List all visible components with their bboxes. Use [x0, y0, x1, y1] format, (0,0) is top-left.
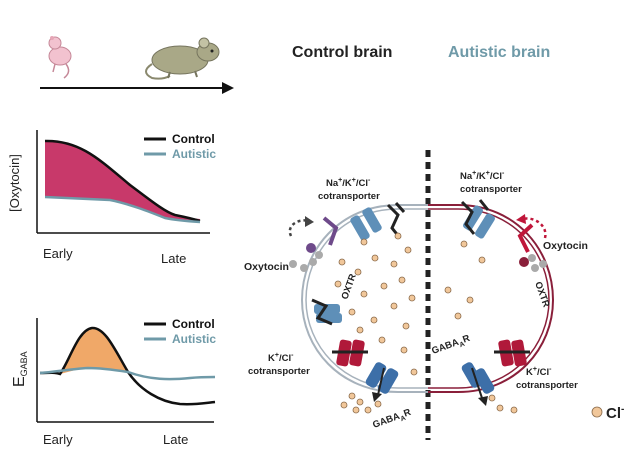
legend-control-label: Control	[172, 132, 215, 146]
oxytocin-autistic-line	[44, 195, 201, 224]
autistic-cell-membrane-inner	[428, 208, 550, 389]
gabaar-right	[461, 362, 495, 406]
oxytocin-plot: [Oxytocin] Control Autistic Early Late	[7, 130, 216, 266]
oxytocin-xtick-early: Early	[43, 246, 73, 261]
nkcc-right-label-line2: cotransporter	[460, 184, 522, 195]
oxytocin-xtick-late: Late	[161, 251, 186, 266]
gabaar-left	[365, 362, 399, 402]
egaba-y-label: EGABA	[11, 351, 29, 387]
kcc-left-label: K+/Cl-	[268, 352, 294, 364]
nkcc-left	[350, 202, 406, 241]
chloride-ion-legend-swatch	[591, 406, 603, 418]
timeline	[40, 82, 234, 94]
legend-control-label: Control	[172, 317, 215, 331]
egaba-area	[60, 327, 128, 374]
legend-autistic-label: Autistic	[172, 147, 216, 161]
oxytocin-right-label: Oxytocin	[543, 240, 588, 252]
oxtr-right	[516, 214, 547, 253]
nkcc-left-label: Na+/K+/Cl-	[326, 177, 371, 189]
kcc-right	[494, 339, 530, 367]
egaba-xtick-late: Late	[163, 432, 188, 447]
control-cell-membrane	[300, 204, 428, 393]
autistic-cell-membrane	[428, 204, 555, 393]
control-cell-membrane-inner	[305, 208, 428, 389]
oxytocin-area	[45, 140, 200, 222]
kcc-right-label-line2: cotransporter	[516, 380, 578, 391]
oxtr-left-label: OXTR	[339, 272, 358, 301]
oxtr-left	[288, 216, 339, 246]
nkcc-right-label: Na+/K+/Cl-	[460, 170, 505, 182]
nkcc-right	[460, 199, 495, 239]
gabaar-left-label: GABAAR	[371, 407, 413, 433]
gabaar-right-label: GABAAR	[430, 333, 472, 359]
legend-autistic-label: Autistic	[172, 332, 216, 346]
egaba-control-line	[39, 326, 216, 406]
egaba-xtick-early: Early	[43, 432, 73, 447]
control-brain-title: Control brain	[292, 44, 392, 61]
kcc-left	[332, 339, 368, 367]
kcc-left-label-line2: cotransporter	[248, 366, 310, 377]
left-membrane-transporter	[311, 298, 342, 326]
oxytocin-y-label: [Oxytocin]	[7, 154, 22, 212]
baby-mouse-icon	[48, 36, 72, 79]
egaba-autistic-line	[39, 366, 216, 381]
oxytocin-left-label: Oxytocin	[244, 261, 289, 273]
cell-diagram: Na+/K+/Cl- cotransporter Na+/K+/Cl- cotr…	[244, 150, 624, 440]
oxytocin-control-line	[44, 139, 201, 223]
oxytocin-dots-right	[519, 254, 547, 272]
kcc-right-label: K+/Cl-	[526, 366, 552, 378]
egaba-plot: EGABA Control Autistic Early Late	[11, 317, 216, 447]
chloride-ions	[334, 232, 518, 414]
oxytocin-dots-left	[289, 243, 323, 272]
adult-mouse-icon	[145, 37, 220, 80]
chloride-ion-legend-label: Cl-	[606, 404, 624, 422]
oxtr-right-label: OXTR	[532, 280, 551, 309]
autistic-brain-title: Autistic brain	[448, 44, 550, 61]
nkcc-left-label-line2: cotransporter	[318, 191, 380, 202]
